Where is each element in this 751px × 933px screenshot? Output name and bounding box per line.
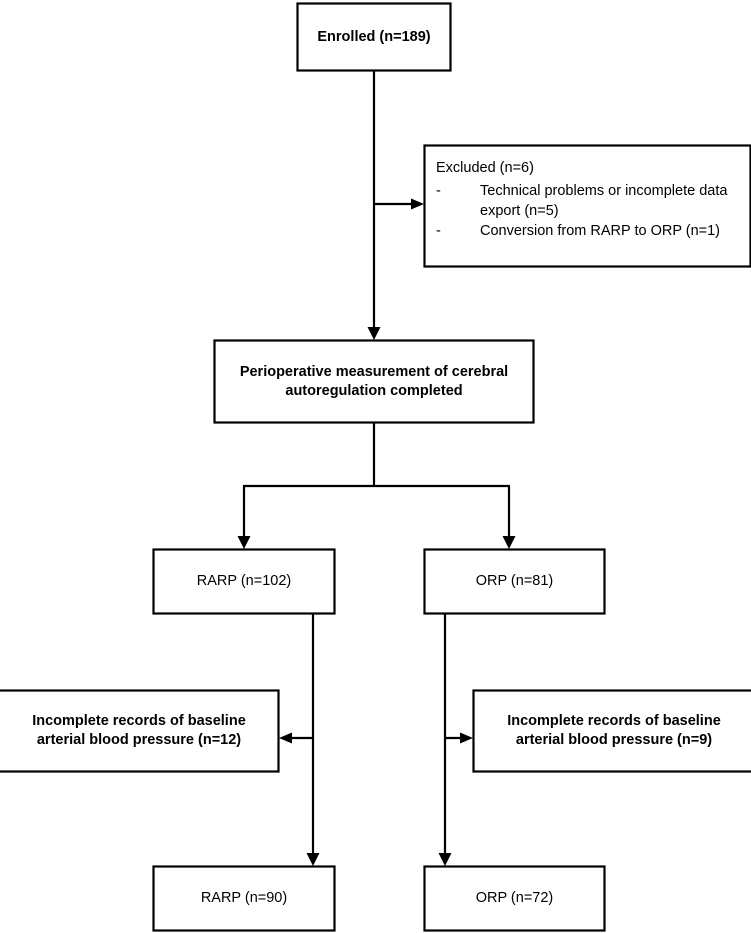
arrowhead-to-measurement (367, 327, 381, 340)
arrowhead-to-rarp-final (306, 853, 320, 866)
excluded-box (423, 144, 751, 268)
rarp-final-box (152, 865, 336, 932)
orp-final-box (423, 865, 606, 932)
measurement-box (213, 339, 535, 424)
incomplete-left-box (0, 689, 280, 773)
arrowhead-to-rarp-group (237, 536, 251, 549)
arrowhead-to-orp-group (502, 536, 516, 549)
arrowhead-to-incomplete-left (279, 732, 292, 744)
enrolled-box (296, 2, 452, 72)
arrowhead-to-incomplete-right (460, 732, 473, 744)
orp-group-box (423, 548, 606, 615)
arrowhead-to-orp-final (438, 853, 452, 866)
incomplete-right-box (472, 689, 751, 773)
arrowhead-to-excluded (411, 198, 424, 210)
rarp-group-box (152, 548, 336, 615)
